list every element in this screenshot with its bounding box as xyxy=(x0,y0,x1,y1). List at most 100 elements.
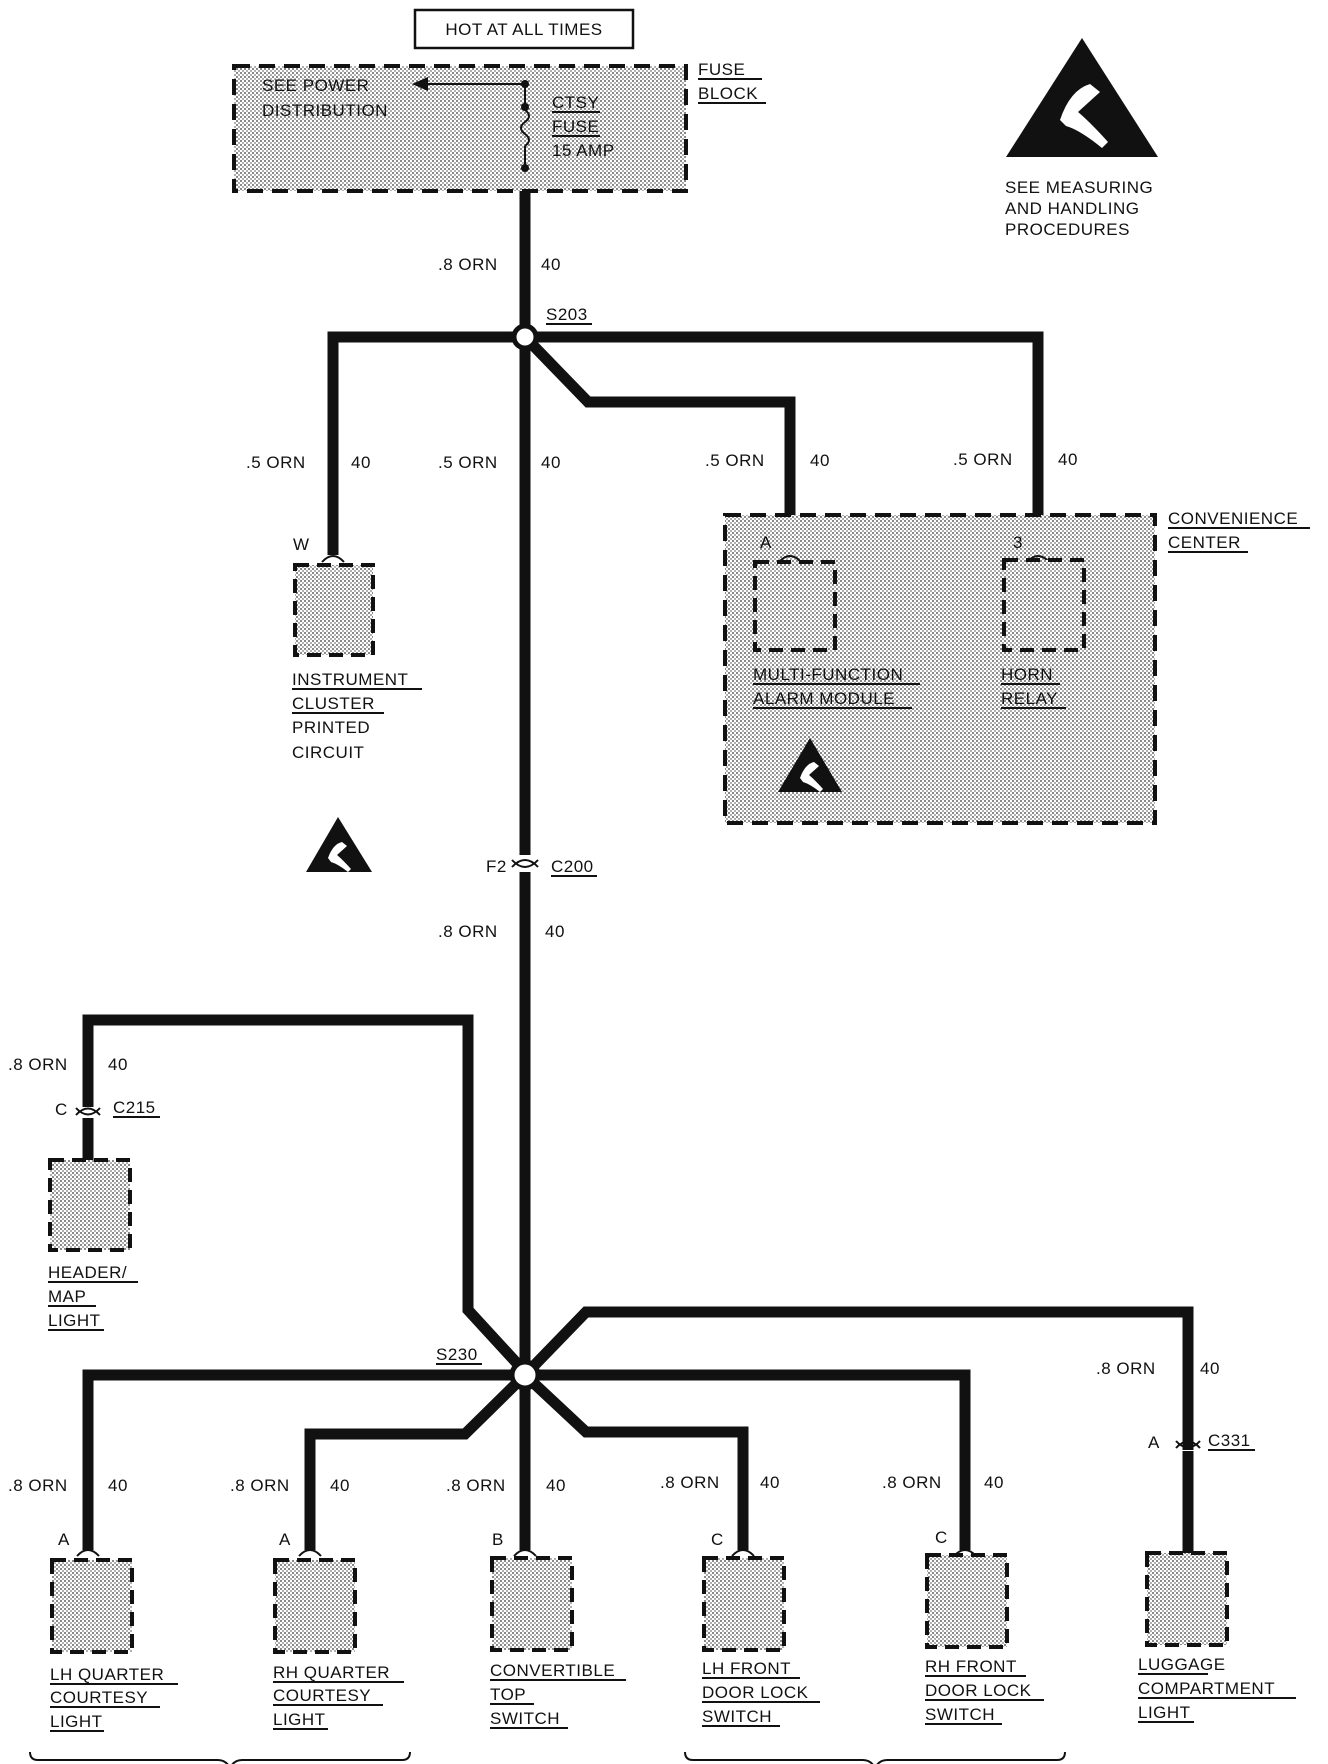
alarm-module-box xyxy=(753,560,837,652)
header-label-2: MAP xyxy=(48,1287,86,1306)
connector-c215 xyxy=(75,1107,101,1116)
esd-note-1: SEE MEASURING xyxy=(1005,178,1153,197)
esd-warning-icon xyxy=(1006,38,1158,157)
circuit-label: 40 xyxy=(330,1476,350,1495)
circuit-label: 40 xyxy=(984,1473,1004,1492)
arrow-head-icon xyxy=(412,77,428,91)
connector-c331-label: C331 xyxy=(1208,1431,1251,1450)
connector-c200-label: C200 xyxy=(551,857,594,876)
convenience-center-label-2: CENTER xyxy=(1168,533,1241,552)
fuse-block-label-2: BLOCK xyxy=(698,84,758,103)
splice-s203-label: S203 xyxy=(546,305,588,324)
lhf-label-2: DOOR LOCK xyxy=(702,1683,809,1702)
lhq-label-2: COURTESY xyxy=(50,1688,148,1707)
lug-label-2: COMPARTMENT xyxy=(1138,1679,1275,1698)
connector-c215-label: C215 xyxy=(113,1098,156,1117)
ic-label-4: CIRCUIT xyxy=(292,743,364,762)
pin-label: W xyxy=(293,535,310,554)
header-label-1: HEADER/ xyxy=(48,1263,127,1282)
circuit-label: 40 xyxy=(545,922,565,941)
circuit-label: 40 xyxy=(1200,1359,1220,1378)
circuit-label: 40 xyxy=(541,453,561,472)
esd-note-3: PROCEDURES xyxy=(1005,220,1130,239)
rhf-label-1: RH FRONT xyxy=(925,1657,1017,1676)
horn-label-1: HORN xyxy=(1001,665,1053,684)
convenience-center-label-1: CONVENIENCE xyxy=(1168,509,1298,528)
wire-to-lh-front-switch xyxy=(521,1370,749,1550)
lhf-label-1: LH FRONT xyxy=(702,1659,791,1678)
pin-label: A xyxy=(279,1530,291,1549)
fuse-text: FUSE xyxy=(552,117,599,136)
wire-to-luggage-light xyxy=(521,1306,1194,1450)
circuit-label: 40 xyxy=(760,1473,780,1492)
wire-to-rh-front-switch xyxy=(525,1369,971,1550)
ctsy-text: CTSY xyxy=(552,93,599,112)
connector-c331 xyxy=(1175,1440,1201,1449)
wire-label: .5 ORN xyxy=(438,453,498,472)
ic-label-2: CLUSTER xyxy=(292,694,375,713)
distribution-text: DISTRIBUTION xyxy=(262,101,388,120)
horn-label-2: RELAY xyxy=(1001,689,1058,708)
luggage-compartment-light-box xyxy=(1145,1551,1229,1647)
rhf-label-3: SWITCH xyxy=(925,1705,995,1724)
instrument-cluster-box xyxy=(293,563,375,657)
wire-label: .8 ORN xyxy=(230,1476,290,1495)
esd-warning-icon xyxy=(306,817,372,872)
esd-warning-icon xyxy=(778,738,842,792)
circuit-label: 40 xyxy=(541,255,561,274)
fuse-block xyxy=(232,64,688,193)
wire-to-instrument-cluster xyxy=(327,331,525,555)
mfam-label-1: MULTI-FUNCTION xyxy=(753,665,903,684)
pin-label: 3 xyxy=(1013,533,1023,552)
header-label-3: LIGHT xyxy=(48,1311,101,1330)
lug-label-1: LUGGAGE xyxy=(1138,1655,1226,1674)
mfam-label-2: ALARM MODULE xyxy=(753,689,895,708)
header-map-light-box xyxy=(48,1158,132,1252)
group-brace-right xyxy=(684,1751,1066,1764)
see-power-text: SEE POWER xyxy=(262,76,369,95)
rhf-label-2: DOOR LOCK xyxy=(925,1681,1032,1700)
circuit-label: 40 xyxy=(1058,450,1078,469)
ic-label-1: INSTRUMENT xyxy=(292,670,408,689)
conv-label-2: TOP xyxy=(490,1685,526,1704)
conv-label-3: SWITCH xyxy=(490,1709,560,1728)
rhq-label-2: COURTESY xyxy=(273,1686,371,1705)
wire-to-lh-quarter-light xyxy=(82,1369,525,1550)
circuit-label: 40 xyxy=(108,1476,128,1495)
pin-label: A xyxy=(760,533,772,552)
pin-label: A xyxy=(58,1530,70,1549)
fuse-symbol-icon xyxy=(520,109,530,147)
wire-label: .8 ORN xyxy=(438,255,498,274)
pin-label: C xyxy=(711,1530,724,1549)
circuit-label: 40 xyxy=(810,451,830,470)
wire-label: .8 ORN xyxy=(882,1473,942,1492)
lhq-label-1: LH QUARTER xyxy=(50,1665,164,1684)
wire-label: .5 ORN xyxy=(246,453,306,472)
pin-label: C xyxy=(935,1528,948,1547)
lh-quarter-courtesy-light-box xyxy=(50,1558,134,1654)
splice-s230-label: S230 xyxy=(436,1345,478,1364)
hot-at-all-times-box xyxy=(413,8,635,50)
wire-to-horn-relay xyxy=(525,331,1044,555)
connector-c200 xyxy=(511,859,539,868)
wire-to-rh-quarter-light xyxy=(304,1371,529,1550)
wire-label: .5 ORN xyxy=(705,451,765,470)
wire-label: .8 ORN xyxy=(8,1055,68,1074)
horn-relay-box xyxy=(1002,558,1086,652)
lhf-label-3: SWITCH xyxy=(702,1707,772,1726)
pin-label: F2 xyxy=(486,857,507,876)
fuse-amp-text: 15 AMP xyxy=(552,141,615,160)
esd-note-2: AND HANDLING xyxy=(1005,199,1139,218)
circuit-label: 40 xyxy=(351,453,371,472)
convertible-top-switch-box xyxy=(490,1556,574,1652)
rh-quarter-courtesy-light-box xyxy=(273,1558,357,1654)
splice-s203 xyxy=(511,323,539,351)
wire-label: .8 ORN xyxy=(660,1473,720,1492)
wire-label: .8 ORN xyxy=(1096,1359,1156,1378)
rh-front-door-lock-switch-box xyxy=(925,1553,1009,1649)
rhq-label-3: LIGHT xyxy=(273,1710,326,1729)
fuse-block-label-1: FUSE xyxy=(698,60,745,79)
lhq-label-3: LIGHT xyxy=(50,1712,103,1731)
lug-label-3: LIGHT xyxy=(1138,1703,1191,1722)
